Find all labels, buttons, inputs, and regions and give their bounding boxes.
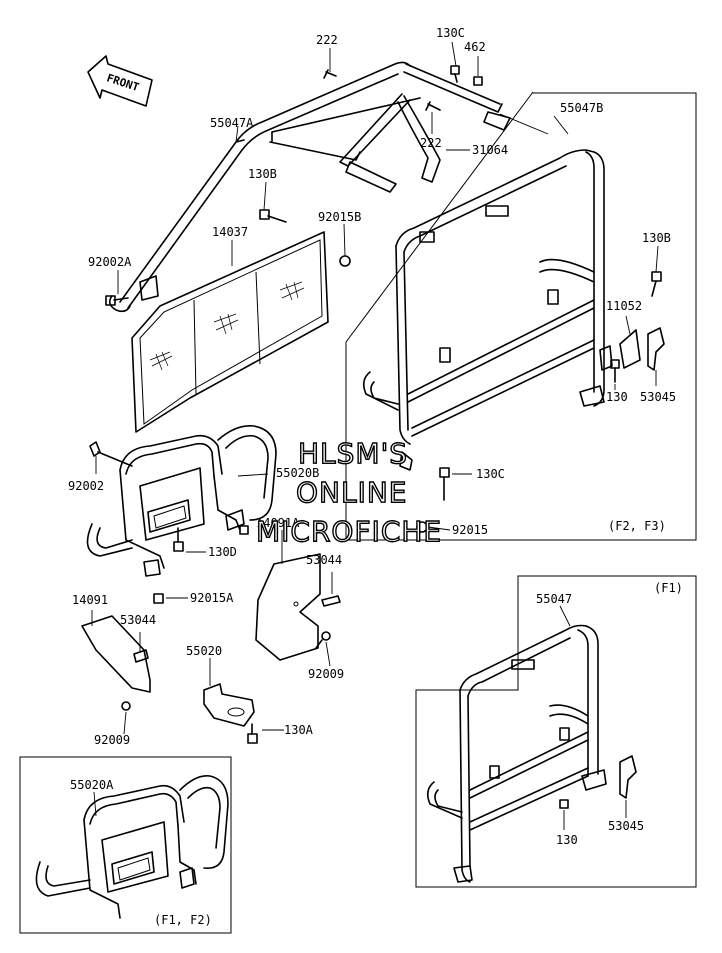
variant-label-main: (F2, F3) (608, 519, 666, 533)
plate-55020 (203, 683, 255, 727)
cover-14091a (255, 553, 321, 661)
bolt-130-main (610, 359, 620, 383)
callout-55047: 55047 (536, 592, 572, 606)
bolt-92002 (89, 441, 133, 467)
clip-53044-mid (321, 595, 341, 607)
callout-462: 462 (464, 40, 486, 54)
strap-31064 (397, 95, 441, 183)
hinge-11052 (599, 329, 641, 371)
nut-bumper-right (239, 525, 249, 535)
nut-92015a (153, 593, 164, 604)
bolt-130c-top (450, 65, 460, 83)
variant-label-right: (F1) (654, 581, 683, 595)
nut-92015b (339, 255, 351, 267)
callout-55020b: 55020B (276, 466, 319, 480)
callout-130-main: 130 (606, 390, 628, 404)
callout-31064: 31064 (472, 143, 508, 157)
callout-14091: 14091 (72, 593, 108, 607)
f1f2-variant-box (19, 756, 232, 934)
variant-label-bottom-left: (F1, F2) (154, 913, 212, 927)
callout-130b-right: 130B (642, 231, 671, 245)
nut-92015 (416, 521, 428, 533)
front-arrow-label: FRONT (105, 71, 141, 94)
watermark: HLSM'S ONLINE MICROFICHE (255, 436, 442, 548)
callout-92002: 92002 (68, 479, 104, 493)
callout-92015a: 92015A (190, 591, 234, 605)
callout-130c-mid: 130C (476, 467, 505, 481)
nut-462 (473, 76, 483, 86)
callout-92002a: 92002A (88, 255, 132, 269)
callout-14091a: 14091A (256, 516, 300, 530)
callout-11052: 11052 (606, 299, 642, 313)
bolt-222-mid (425, 101, 441, 111)
bolt-130c-mid (439, 467, 450, 501)
clip-53044-left (133, 649, 149, 663)
callout-55020a: 55020A (70, 778, 114, 792)
callout-92009-left: 92009 (94, 733, 130, 747)
bumper-55020a (35, 774, 229, 919)
bolt-130a (247, 723, 258, 744)
callout-55047a: 55047A (210, 116, 254, 130)
callout-130b-left: 130B (248, 167, 277, 181)
main-variant-box (345, 91, 697, 541)
screw-92009-mid (315, 631, 331, 649)
callout-130a: 130A (284, 723, 314, 737)
callout-55020: 55020 (186, 644, 222, 658)
cover-14091 (81, 615, 151, 693)
callout-92015b: 92015B (318, 210, 361, 224)
callout-53044-left: 53044 (120, 613, 156, 627)
front-arrow: FRONT (87, 55, 153, 107)
callout-222-mid: 222 (420, 136, 442, 150)
screen-14037 (131, 231, 329, 433)
callout-130-f1: 130 (556, 833, 578, 847)
callout-130c-top: 130C (436, 26, 465, 40)
bolt-130b-left (259, 209, 287, 223)
callout-130d: 130D (208, 545, 237, 559)
watermark-line-1: HLSM'S (298, 437, 408, 470)
callout-53044-mid: 53044 (306, 553, 342, 567)
frame-55047-f1 (426, 624, 607, 883)
callout-92009-mid: 92009 (308, 667, 344, 681)
bolt-222-top (323, 69, 337, 79)
callout-92015: 92015 (452, 523, 488, 537)
f1-variant-box (415, 575, 697, 888)
callout-53045-f1: 53045 (608, 819, 644, 833)
callout-53045-main: 53045 (640, 390, 676, 404)
bolt-130-f1 (559, 799, 569, 809)
roll-bar-55047a (108, 61, 511, 313)
bumper-55020b (86, 424, 277, 577)
callout-14037: 14037 (212, 225, 248, 239)
frame-55047b (362, 149, 605, 471)
latch-53045-f1 (619, 755, 637, 799)
callouts: 222 130C 462 55047A 55047B 222 31064 130… (68, 26, 676, 847)
latch-53045-main (647, 327, 665, 371)
watermark-line-2: ONLINE (296, 476, 407, 509)
bolt-130b-right (651, 271, 662, 297)
callout-55047b: 55047B (560, 101, 603, 115)
leader-lines (91, 41, 659, 830)
bolt-92002a (105, 295, 129, 306)
callout-222-top: 222 (316, 33, 338, 47)
screw-92009-left (121, 701, 131, 711)
bolt-130d (173, 527, 184, 552)
watermark-line-3: MICROFICHE (256, 515, 442, 548)
